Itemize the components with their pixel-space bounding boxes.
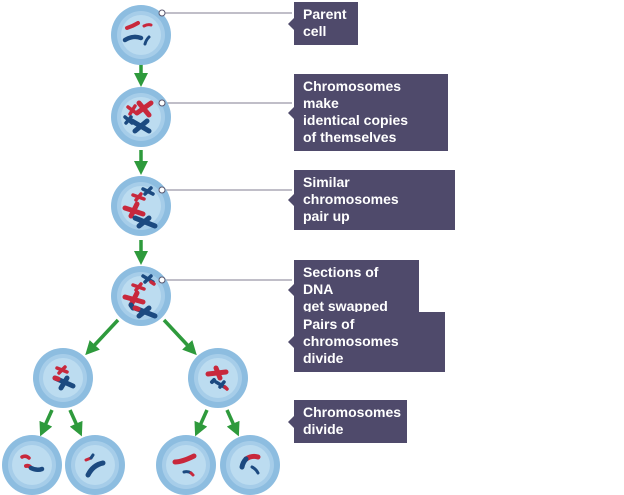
arrow-right-left (194, 409, 209, 437)
cell-gamete-2 (65, 435, 125, 495)
cell-swapped (111, 266, 171, 326)
cell-parent (111, 5, 171, 65)
label-chromosomes-divide: Chromosomes divide (288, 400, 407, 443)
arrow-left-left (39, 409, 54, 437)
cell-copies (111, 87, 171, 147)
arrow-split-right (162, 318, 197, 356)
cell-daughter-right (188, 348, 248, 408)
label-copies: Chromosomes make identical copies of the… (288, 74, 448, 151)
label-swapped: Sections of DNA get swapped (288, 260, 419, 320)
label-pairs-divide: Pairs of chromosomes divide (288, 312, 445, 372)
cell-gamete-1 (2, 435, 62, 495)
connector-dot (158, 99, 166, 107)
connector-dot (158, 9, 166, 17)
label-parent-cell: Parent cell (288, 2, 358, 45)
cell-gamete-4 (220, 435, 280, 495)
cell-gamete-3 (156, 435, 216, 495)
arrow-left-right (68, 409, 83, 437)
label-pair-up: Similar chromosomes pair up (288, 170, 455, 230)
leader-lines (162, 12, 292, 281)
connector-dot (158, 276, 166, 284)
arrows (39, 62, 240, 437)
arrow-right-right (225, 409, 240, 437)
arrow-split-left (85, 318, 120, 356)
cell-pair-up (111, 176, 171, 236)
cell-daughter-left (33, 348, 93, 408)
connector-dot (158, 186, 166, 194)
